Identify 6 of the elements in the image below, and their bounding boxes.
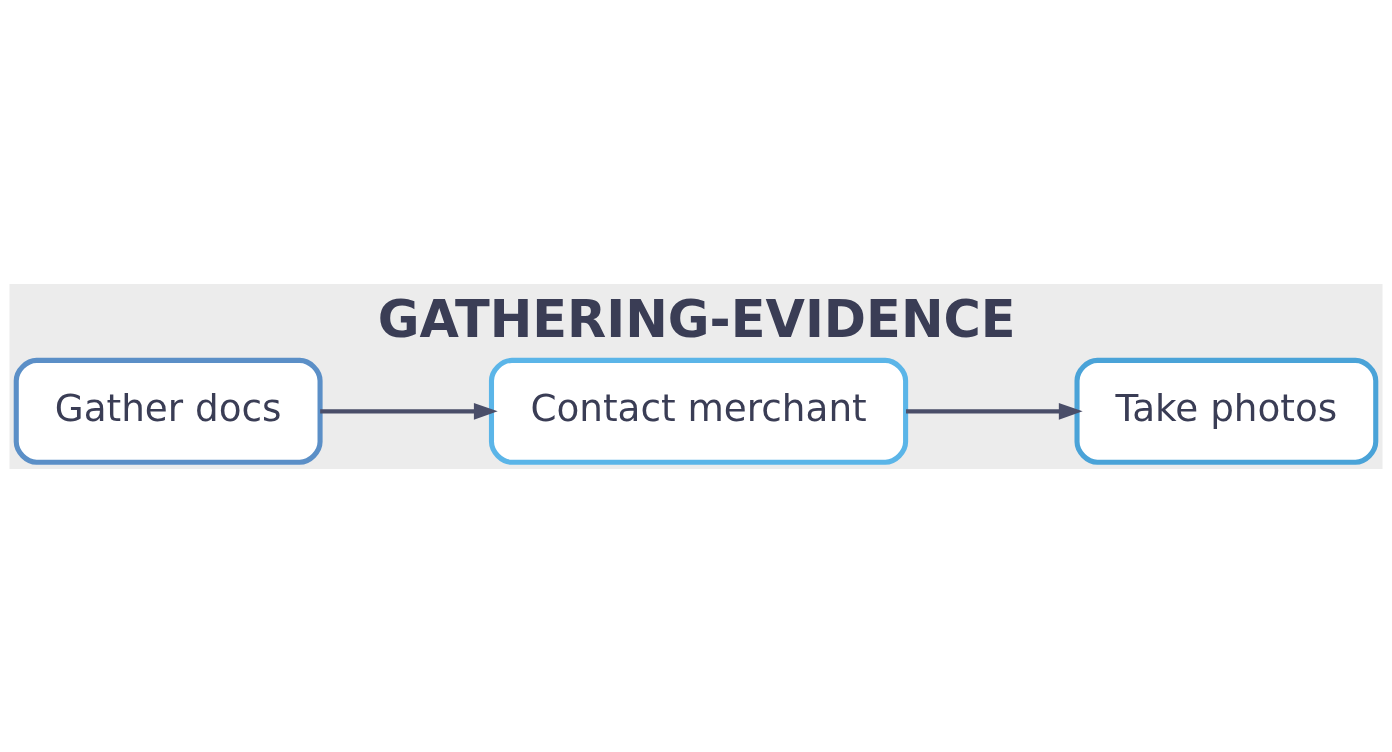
node-box: Take photos xyxy=(1074,357,1379,465)
node-box: Gather docs xyxy=(13,357,323,465)
diagram-title: GATHERING-EVIDENCE xyxy=(377,289,1016,349)
arrow xyxy=(320,402,498,420)
arrow xyxy=(906,402,1083,420)
node-box: Contact merchant xyxy=(488,357,909,465)
